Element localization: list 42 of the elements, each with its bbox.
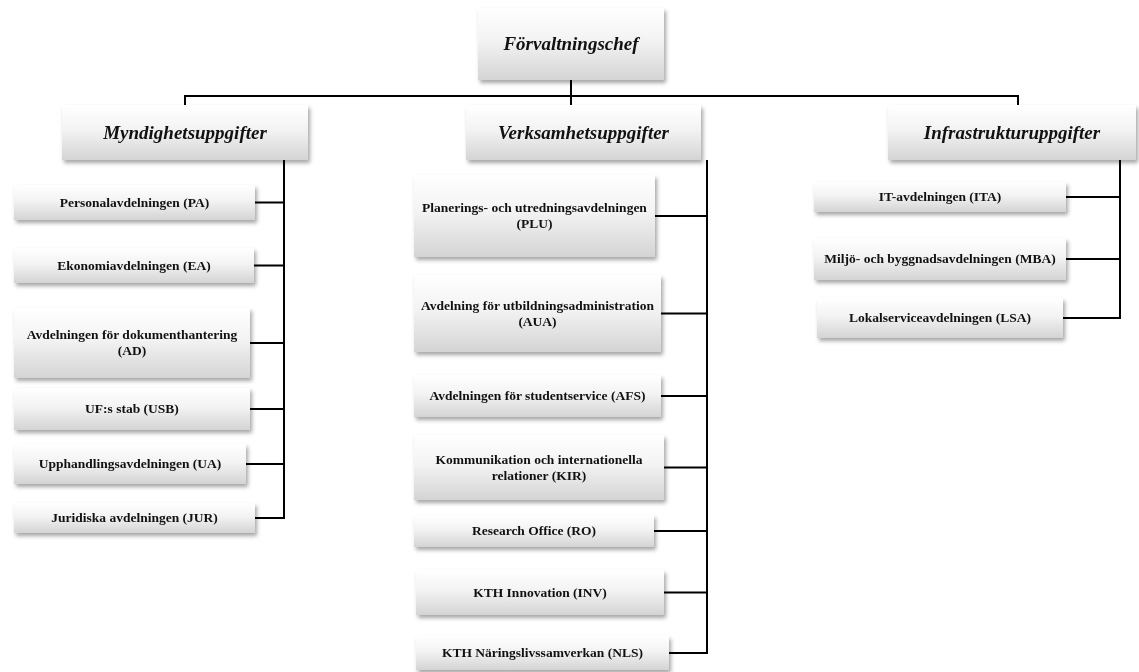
department-box [414,515,654,547]
department-box [14,388,250,430]
box-label: Planerings- och utredningsavdelningen (PLU) [421,200,648,232]
box-label: Ekonomiavdelningen (EA) [57,257,211,274]
header-box [466,105,701,160]
department-box [14,444,246,484]
department-box [14,185,255,220]
department-box [414,275,661,352]
box-label: Kommunikation och internationella relationer (KIR) [434,452,644,483]
connector-line [668,159,708,654]
department-box [814,238,1066,280]
box-label: IT-avdelningen (ITA) [878,189,1002,205]
box-label: Myndighetsuppgifter [103,121,267,144]
box-label: Upphandlingsavdelningen (UA) [38,456,222,472]
department-box [416,636,669,670]
header-box [62,105,308,160]
header-box [478,8,664,80]
department-box [817,298,1063,338]
box-label: Juridiska avdelningen (JUR) [51,510,218,526]
department-box [414,435,664,500]
box-label: Lokalserviceavdelningen (LSA) [849,310,1031,326]
department-box [14,248,254,283]
box-label: UF:s stab (USB) [85,401,179,417]
department-box [814,182,1066,212]
box-label: Personalavdelningen (PA) [59,194,210,211]
box-label: Infrastrukturuppgifter [923,121,1101,144]
box-label: Research Office (RO) [471,523,597,539]
box-label: KTH Näringslivssamverkan (NLS) [442,645,643,661]
box-label: Avdelningen för dokumenthantering (AD) [25,327,239,359]
box-label: Avdelning för utbildningsadministration (AUA) [420,298,655,329]
department-box [14,308,250,378]
department-box [414,175,655,257]
box-label: Verksamhetsuppgifter [498,121,669,144]
connector-line [1062,159,1121,319]
department-box [14,503,255,533]
box-label: Avdelningen för studentservice (AFS) [429,388,646,404]
box-label: Miljö- och byggnadsavdelningen (MBA) [824,251,1056,267]
department-box [416,570,664,615]
department-box [414,375,661,417]
box-label: KTH Innovation (INV) [473,584,607,601]
header-box [888,105,1136,160]
box-label: Förvaltningschef [503,33,639,55]
